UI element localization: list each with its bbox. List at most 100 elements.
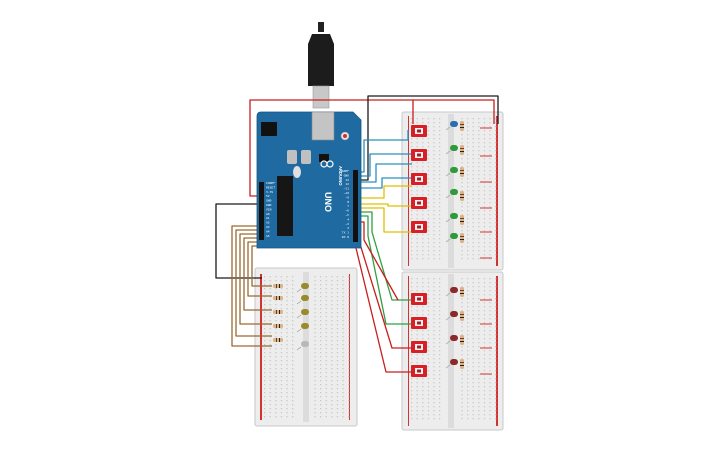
arduino-uno-board[interactable]: UNO ARDUINO AREFGND1312~11~10~987~6~54~3… xyxy=(256,111,362,249)
wire-red[interactable] xyxy=(413,99,495,124)
led-blue[interactable] xyxy=(445,121,458,131)
power-pin-label: A5 xyxy=(266,234,270,238)
power-pin-label: IOREF xyxy=(266,181,275,185)
wire-brown[interactable] xyxy=(235,229,272,337)
button-cap-icon xyxy=(417,177,421,181)
resistor[interactable] xyxy=(273,338,283,342)
wire-black[interactable] xyxy=(361,95,499,181)
digital-pin-label: GND xyxy=(344,173,350,177)
led-white[interactable] xyxy=(296,341,309,351)
wire-green[interactable] xyxy=(354,215,412,325)
led-yellow[interactable] xyxy=(296,295,309,305)
button-cap-icon xyxy=(417,153,421,157)
led-green[interactable] xyxy=(445,233,458,243)
wire-green[interactable] xyxy=(354,211,412,301)
wire-brown[interactable] xyxy=(231,225,272,347)
led-red[interactable] xyxy=(445,311,458,321)
resistor[interactable] xyxy=(460,167,464,177)
wire-blue[interactable] xyxy=(354,130,409,173)
reset-button-cap xyxy=(343,134,347,138)
resistor[interactable] xyxy=(273,296,283,300)
resistor[interactable] xyxy=(460,215,464,225)
led-red[interactable] xyxy=(445,335,458,345)
push-button-switch[interactable] xyxy=(411,221,427,233)
rail-jumpers xyxy=(480,127,492,375)
push-button-switch[interactable] xyxy=(411,293,427,305)
power-pin-label: A3 xyxy=(266,225,270,229)
button-cap-icon xyxy=(417,345,421,349)
push-button-switch[interactable] xyxy=(411,365,427,377)
wire-brown[interactable] xyxy=(243,237,272,311)
resistor[interactable] xyxy=(273,284,283,288)
digital-pin-label: ~9 xyxy=(345,195,349,199)
led-green[interactable] xyxy=(445,189,458,199)
resistor[interactable] xyxy=(460,191,464,201)
push-button-switch[interactable] xyxy=(411,341,427,353)
breadboard-holes xyxy=(264,276,350,418)
digital-pin-label: ~10 xyxy=(344,191,350,195)
usb-plug-icon xyxy=(308,34,334,86)
digital-pin-label: 13 xyxy=(345,178,349,182)
wire-black[interactable] xyxy=(215,203,265,279)
wire-blue[interactable] xyxy=(354,163,412,183)
resistor[interactable] xyxy=(460,311,464,321)
power-rail-line xyxy=(496,116,498,266)
header-power-analog[interactable] xyxy=(259,182,264,240)
resistor[interactable] xyxy=(460,145,464,155)
right-bottom-breadboard[interactable] xyxy=(401,271,504,431)
switches-top xyxy=(411,125,427,233)
led-red[interactable] xyxy=(445,287,458,297)
push-button-switch[interactable] xyxy=(411,173,427,185)
digital-pin-label: 12 xyxy=(345,182,349,186)
header-digital[interactable] xyxy=(353,170,358,242)
resistor[interactable] xyxy=(273,324,283,328)
push-button-switch[interactable] xyxy=(411,125,427,137)
led-yellow[interactable] xyxy=(296,323,309,333)
digital-pin-label: ~6 xyxy=(345,209,349,213)
switches-bottom xyxy=(411,293,427,377)
resistor[interactable] xyxy=(460,287,464,297)
wire-yellow[interactable] xyxy=(354,207,412,233)
wire-yellow[interactable] xyxy=(354,185,412,199)
capacitor xyxy=(287,150,297,164)
digital-pin-label: 7 xyxy=(347,204,349,208)
leds-top xyxy=(445,121,458,243)
wire-blue[interactable] xyxy=(354,153,412,177)
power-pin-label: GND xyxy=(266,199,272,203)
digital-pin-label: ~3 xyxy=(345,222,349,226)
leds-left xyxy=(296,283,309,351)
led-green[interactable] xyxy=(445,167,458,177)
wire-brown[interactable] xyxy=(247,241,272,297)
power-pin-label: GND xyxy=(266,203,272,207)
power-rail-line xyxy=(408,276,409,426)
push-button-switch[interactable] xyxy=(411,197,427,209)
resistors xyxy=(273,121,464,369)
usb-cable[interactable] xyxy=(308,22,334,109)
resistor[interactable] xyxy=(460,233,464,243)
digital-pin-label: ~11 xyxy=(344,187,350,191)
push-button-switch[interactable] xyxy=(411,149,427,161)
wire-blue[interactable] xyxy=(354,177,412,189)
led-yellow[interactable] xyxy=(296,309,309,319)
resistor[interactable] xyxy=(460,121,464,131)
push-button-switch[interactable] xyxy=(411,317,427,329)
center-channel xyxy=(448,274,454,428)
power-rail-line xyxy=(408,116,409,266)
led-yellow[interactable] xyxy=(296,283,309,293)
wire-brown[interactable] xyxy=(239,233,272,325)
digital-pin-label: RX 0 xyxy=(342,235,349,239)
resistor[interactable] xyxy=(460,335,464,345)
wire-red[interactable] xyxy=(249,99,414,197)
led-red[interactable] xyxy=(445,359,458,369)
board-model-label: UNO xyxy=(323,192,333,212)
power-rail-line xyxy=(496,276,498,426)
led-green[interactable] xyxy=(445,213,458,223)
digital-pin-label: ~5 xyxy=(345,213,349,217)
led-green[interactable] xyxy=(445,145,458,155)
resistor[interactable] xyxy=(273,310,283,314)
button-cap-icon xyxy=(417,321,421,325)
wire-yellow[interactable] xyxy=(354,203,412,207)
resistor[interactable] xyxy=(460,359,464,369)
